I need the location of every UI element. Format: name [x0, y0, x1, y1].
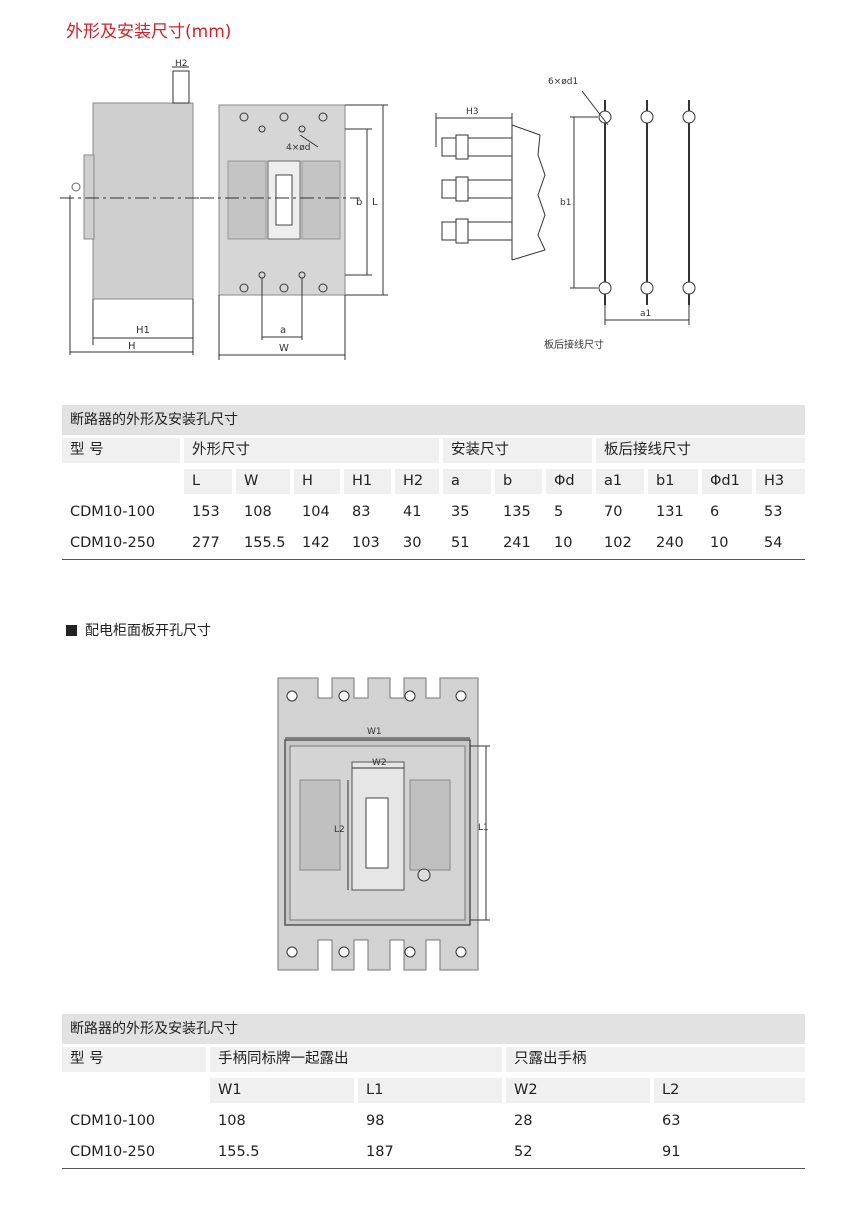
label-a: a: [280, 325, 286, 336]
label-w2: W2: [372, 758, 387, 768]
table-cell: 153: [192, 504, 220, 520]
label-a1: a1: [640, 309, 651, 319]
table2-subheader: L1: [358, 1078, 502, 1103]
table1-subheader: a1: [596, 469, 644, 494]
table1-subheader: Φd1: [702, 469, 752, 494]
table-cell: 104: [302, 504, 330, 520]
table-cell: 53: [764, 504, 783, 520]
table2-subheader-row: W1 L1 W2 L2: [62, 1075, 805, 1106]
label-l1: L1: [478, 823, 489, 833]
table-cell: 83: [352, 504, 371, 520]
table-cell: 187: [366, 1144, 394, 1160]
table-cell: 63: [662, 1113, 681, 1129]
table1-group-rear-wiring: 板后接线尺寸: [596, 438, 805, 463]
table-cell-model: CDM10-100: [70, 1113, 156, 1129]
table-cell: 51: [451, 535, 470, 551]
table-cell-model: CDM10-250: [70, 1144, 156, 1160]
dimension-table-1: 断路器的外形及安装孔尺寸 型 号 外形尺寸 安装尺寸 板后接线尺寸 L W H …: [62, 405, 805, 560]
label-w: W: [279, 343, 289, 354]
table2-subheader: L2: [654, 1078, 805, 1103]
table-cell: 28: [514, 1113, 533, 1129]
table2-subheader: W1: [210, 1078, 354, 1103]
table1-subheader: W: [236, 469, 290, 494]
label-b: b: [356, 197, 362, 208]
table1-subheader: H: [294, 469, 340, 494]
front-view: 4×ød W a b L: [200, 104, 388, 360]
section-title: 配电柜面板开孔尺寸: [85, 623, 211, 639]
table1-subheader: H2: [395, 469, 439, 494]
table1-group-outline: 外形尺寸: [184, 438, 439, 463]
table-cell: 102: [604, 535, 632, 551]
caption-rear-wiring: 板后接线尺寸: [544, 338, 604, 351]
label-h1: H1: [136, 325, 150, 336]
table-cell: 142: [302, 535, 330, 551]
square-bullet-icon: [66, 625, 77, 636]
table-cell: 52: [514, 1144, 533, 1160]
table-cell: 108: [244, 504, 272, 520]
table1-subheader: H3: [756, 469, 805, 494]
rear-terminal-side-view: H3: [435, 107, 546, 261]
table1-group-header: 型 号 外形尺寸 安装尺寸 板后接线尺寸: [62, 435, 805, 466]
side-view: H2 H1 H: [60, 59, 212, 355]
rear-terminal-hole-pattern: 6×ød1 b1 a1 板后接线尺寸: [544, 77, 696, 351]
table-cell: 54: [764, 535, 783, 551]
label-h: H: [128, 341, 136, 352]
table-cell: 70: [604, 504, 623, 520]
table-row: CDM10-100 108 98 28 63: [62, 1106, 805, 1137]
table1-subheader: b: [495, 469, 542, 494]
table1-subheader: a: [443, 469, 491, 494]
table-cell: 155.5: [244, 535, 286, 551]
table-row: CDM10-100 153 108 104 83 41 35 135 5 70 …: [62, 497, 805, 528]
table2-col-model: 型 号: [62, 1047, 206, 1072]
table2-title: 断路器的外形及安装孔尺寸: [62, 1014, 805, 1044]
table-cell: 10: [554, 535, 573, 551]
table1-subheader: b1: [648, 469, 698, 494]
label-h3: H3: [466, 107, 479, 117]
label-h2: H2: [175, 59, 188, 69]
table-cell: 135: [503, 504, 531, 520]
table-cell: 35: [451, 504, 470, 520]
table-cell: 155.5: [218, 1144, 260, 1160]
section-heading: 配电柜面板开孔尺寸: [66, 620, 211, 640]
table-row: CDM10-250 155.5 187 52 91: [62, 1137, 805, 1168]
panel-cutout-drawing: W1 W2 L1 L2: [270, 670, 500, 980]
table-cell: 108: [218, 1113, 246, 1129]
table-cell: 10: [710, 535, 729, 551]
table-cell: 98: [366, 1113, 385, 1129]
table-cell: 241: [503, 535, 531, 551]
dimension-drawing: H2 H1 H 4×ød W a b L: [0, 55, 850, 375]
table-cell: 277: [192, 535, 220, 551]
table1-subheader: Φd: [546, 469, 592, 494]
label-l: L: [372, 197, 378, 208]
label-b1: b1: [560, 198, 571, 208]
page-title: 外形及安装尺寸(mm): [66, 22, 232, 42]
label-6d1: 6×ød1: [548, 77, 578, 87]
table1-subheader: L: [184, 469, 232, 494]
table1-subheader: H1: [344, 469, 391, 494]
table-cell-model: CDM10-250: [70, 535, 156, 551]
table-cell: 6: [710, 504, 720, 520]
table2-subheader: W2: [506, 1078, 650, 1103]
table1-col-model: 型 号: [62, 438, 180, 463]
table-cell: 41: [403, 504, 422, 520]
table1-group-mounting: 安装尺寸: [443, 438, 592, 463]
table-cell: 103: [352, 535, 380, 551]
table2-group-header: 型 号 手柄同标牌一起露出 只露出手柄: [62, 1044, 805, 1075]
table-row: CDM10-250 277 155.5 142 103 30 51 241 10…: [62, 528, 805, 559]
table-cell: 30: [403, 535, 422, 551]
label-w1: W1: [367, 727, 382, 737]
table1-title: 断路器的外形及安装孔尺寸: [62, 405, 805, 435]
table2-group-handle-label: 手柄同标牌一起露出: [210, 1047, 502, 1072]
dimension-table-2: 断路器的外形及安装孔尺寸 型 号 手柄同标牌一起露出 只露出手柄 W1 L1 W…: [62, 1014, 805, 1169]
label-hole: 4×ød: [286, 143, 311, 153]
table-cell: 240: [656, 535, 684, 551]
table-cell: 91: [662, 1144, 681, 1160]
table-cell: 5: [554, 504, 564, 520]
table2-group-handle-only: 只露出手柄: [506, 1047, 805, 1072]
table-cell-model: CDM10-100: [70, 504, 156, 520]
table-cell: 131: [656, 504, 684, 520]
label-l2: L2: [334, 825, 345, 835]
table1-subheader-row: L W H H1 H2 a b Φd a1 b1 Φd1 H3: [62, 466, 805, 497]
